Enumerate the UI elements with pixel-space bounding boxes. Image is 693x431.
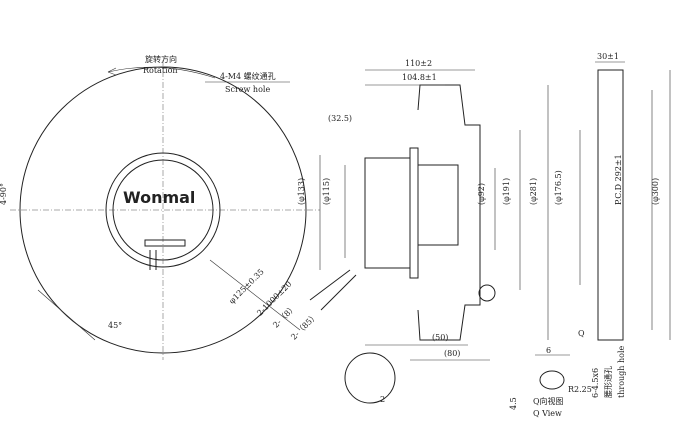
phi-300: (φ300) <box>651 177 660 205</box>
hole-en: through hole <box>617 345 626 398</box>
dim-110: 110±2 <box>405 59 433 68</box>
q-radius: R2.25 <box>568 385 592 394</box>
q-view-en: Q View <box>533 409 562 418</box>
q-view-cn: Q向视图 <box>533 397 564 406</box>
side-view <box>309 69 549 404</box>
dim-32: (32.5) <box>328 114 353 123</box>
phi-115: (φ115) <box>322 177 331 205</box>
phi-281: (φ281) <box>529 177 538 205</box>
dim-2: 2 <box>380 395 386 404</box>
phi-191: (φ191) <box>502 177 511 205</box>
hole-cn: 腰形通孔 <box>604 366 613 398</box>
dim-50: (50) <box>432 333 449 342</box>
phi-176: (φ176.5) <box>554 170 563 205</box>
q-marker: Q <box>578 329 585 338</box>
pcd-292: P.C.D 292±1 <box>614 154 623 205</box>
angle-90: 4-90° <box>0 183 8 205</box>
screw-cn: 4-M4 螺纹通孔 <box>220 72 276 81</box>
screw-en: Screw hole <box>225 85 271 94</box>
phi-133: (φ133) <box>297 177 306 205</box>
q-dim-6: 6 <box>546 346 552 355</box>
angle-45: 45° <box>108 321 123 330</box>
dim-30: 30±1 <box>597 52 619 61</box>
q-dim-45: 4.5 <box>509 397 518 410</box>
phi-92: (φ92) <box>477 182 486 205</box>
rotation-en: Rotation <box>143 66 178 75</box>
front-view <box>10 60 320 360</box>
logo: Wonmal <box>123 188 196 207</box>
hole-spec: 6-4.5x6 <box>591 367 600 398</box>
dim-80: (80) <box>444 349 461 358</box>
dim-104: 104.8±1 <box>402 73 437 82</box>
right-view <box>535 61 671 390</box>
rotation-cn: 旋转方向 <box>145 55 177 64</box>
